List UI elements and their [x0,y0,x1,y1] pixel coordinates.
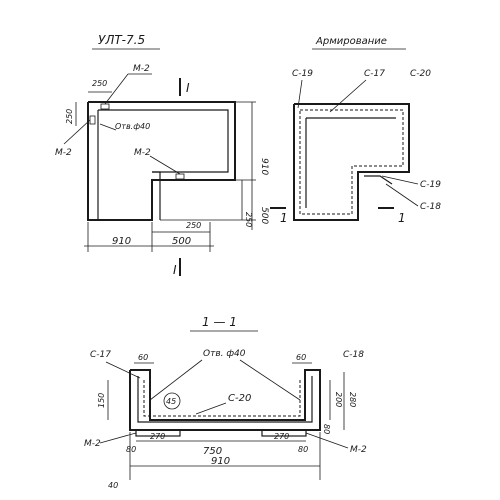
plan-leader-m2-mid [149,155,181,175]
plan-label-hole: Отв.ф40 [115,122,150,131]
section-dim-750: 750 [203,446,222,457]
plan-outline [87,101,236,221]
plan-dim-910-right: 910 [259,158,269,175]
plan-inner-wall-line [98,109,229,173]
section-label-hole: Отв. ф40 [203,349,246,359]
plan-leader-m2-top [104,73,129,105]
reinforcement-section-label-left: 1 [280,211,288,225]
plan-label-m2-top: М-2 [133,64,150,74]
section-dim-60-right: 60 [296,353,306,362]
reinforcement-leader-c17-top [329,79,367,113]
section-title: 1 — 1 [202,315,237,329]
plan-section-label-top: I [186,81,190,95]
reinforcement-title: Армирование [315,36,387,47]
plan-loop-left [89,115,96,125]
section-leader-m2-right [305,432,349,449]
section-dim-80-bl: 80 [126,445,136,454]
reinforcement-mesh-outer [299,109,404,215]
section-dim-40: 40 [108,481,118,490]
plan-dim-500-bottom: 500 [172,236,191,247]
reinforcement-leader-c19-top [297,79,303,109]
plan-loop-top [100,103,110,110]
section-dim-150: 150 [97,393,106,408]
reinforcement-label-c19-top: С-19 [292,69,313,79]
section-dim-280: 280 [348,392,357,407]
section-leader-c20 [195,402,227,415]
plan-dim-250-top: 250 [92,79,107,88]
section-inner-line [137,376,313,423]
section-label-c18: С-18 [343,350,364,360]
plan-section-label-bottom: I [173,263,177,277]
section-circle-mark [163,392,181,410]
reinforcement-section-label-right: 1 [398,211,406,225]
section-dim-80-br: 80 [298,445,308,454]
section-dim-270-left: 270 [150,432,165,441]
plan-dim-250-left: 250 [65,109,74,124]
section-profile [129,369,321,431]
section-leader-c17 [105,361,141,379]
reinforcement-leader-c19-right [381,175,419,185]
plan-dim-500-right: 500 [259,207,269,224]
section-dim-270-right: 270 [274,432,289,441]
plan-leader-m2-left [63,119,91,145]
section-dim-910: 910 [211,456,230,467]
reinforcement-label-c20-top: С-20 [410,69,431,79]
section-dim-200: 200 [334,392,343,407]
reinforcement-leader-c18-right [385,183,419,207]
section-leader-hole-left [149,359,203,401]
section-label-c17: С-17 [90,350,111,360]
reinforcement-bar-corner [364,175,393,185]
section-dim-80-right: 80 [322,424,331,434]
section-circle-label: 45 [166,397,176,406]
section-leader-m2-left [99,432,137,444]
plan-view: УЛТ-7.5 М-2 М-2 Отв.ф40 М-2 250 250 910 [55,33,269,277]
plan-leader-hole [99,123,117,131]
plan-label-m2-mid: М-2 [134,148,151,158]
reinforcement-label-c18-right: С-18 [420,202,441,212]
reinforcement-label-c19-right: С-19 [420,180,441,190]
section-rebar-line [143,380,301,417]
section-dim-60-left: 60 [138,353,148,362]
plan-dim-250-right: 250 [244,212,253,227]
reinforcement-view: Армирование С-19 С-17 С-20 С-19 С-18 1 1 [270,36,441,225]
reinforcement-outline [293,103,410,221]
plan-title: УЛТ-7.5 [98,33,145,47]
reinforcement-label-c17-top: С-17 [364,69,385,79]
plan-loop-mid [175,173,185,180]
plan-dim-910-bottom: 910 [112,236,131,247]
section-leader-hole-right [239,359,301,401]
plan-inner-step-line [152,171,161,220]
section-label-m2-left: М-2 [84,439,101,449]
section-label-m2-right: М-2 [350,445,367,455]
section-label-c20: С-20 [228,393,251,404]
section-view: 1 — 1 Отв. ф40 45 С-20 С-17 С-18 60 60 1… [84,315,367,490]
plan-label-m2-left: М-2 [55,148,72,158]
plan-dim-250-bottom: 250 [186,221,201,230]
